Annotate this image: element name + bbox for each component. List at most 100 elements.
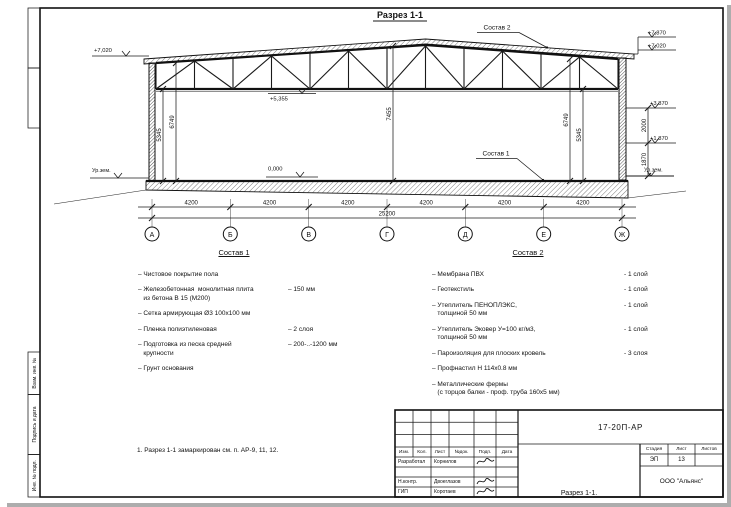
change-col-header: Кол. [417, 449, 427, 455]
dim-right-inner: 6749 [564, 113, 570, 127]
item-value [288, 271, 352, 279]
vertical-dimensions: 5345 6749 7455 6749 5345 2000 1870 [157, 42, 652, 185]
list-item: – Чистовое покрытие пола [138, 271, 352, 279]
name-cell [432, 467, 476, 477]
margin-label: Подпись и дата [32, 406, 38, 442]
left-wall [148, 62, 156, 182]
axis-label: Ж [619, 232, 626, 239]
list-item: – Железобетонная монолитная плита из бет… [138, 286, 352, 303]
sheet-number: 13 [678, 457, 685, 463]
item-name: – Пленка полиэтиленовая [138, 325, 217, 333]
role-cell: Разработал [398, 459, 426, 465]
composition-list-1: Состав 1 – Чистовое покрытие пола – Желе… [138, 248, 352, 381]
organization: ООО "Альянс" [659, 478, 704, 485]
item-name: – Грунт основания [138, 365, 194, 373]
axis-label: А [150, 232, 155, 239]
list-item: – Геотекстиль- 1 слой [432, 286, 670, 294]
bottom-dimensions: 4200 4200 4200 4200 4200 4200 25200 [138, 199, 636, 227]
margin-labels: Взам. инв. № Подпись и дата Инв. № подл. [32, 358, 38, 492]
name-cell: Двоеглазов [434, 479, 461, 485]
dim-right-lower: 1870 [642, 152, 648, 166]
axis-label: Е [541, 232, 546, 239]
bay-dim: 4200 [185, 201, 199, 207]
item-name: – Утеплитель ПЕНОПЛЭКС, толщиной 50 мм [432, 301, 517, 318]
dim-right-upper: 2000 [642, 118, 648, 132]
bay-dim: 4200 [576, 201, 590, 207]
dim-left-inner: 5345 [157, 128, 163, 142]
elev-floor: 0,000 [268, 167, 283, 173]
composition-1-title: Состав 1 [218, 248, 250, 257]
change-col-header: №док. [454, 449, 469, 455]
item-value: - 1 слой [624, 325, 648, 333]
stage-value: ЭП [649, 457, 659, 463]
axis-label: Б [228, 232, 233, 239]
sheets-total [695, 454, 723, 466]
item-name: – Металлические фермы (с торцов балки - … [432, 380, 560, 396]
bay-dim: 4200 [263, 201, 277, 207]
role-cell [396, 467, 433, 477]
item-name: – Мембрана ПВХ [432, 271, 484, 278]
drawing-note: 1. Разрез 1-1 замаркирован см. п. АР-9, … [137, 447, 279, 454]
list-item: – Металлические фермы (с торцов балки - … [432, 381, 670, 398]
roof-band [143, 38, 635, 65]
composition-2-title: Состав 2 [512, 248, 544, 257]
leader-floor-label: Состав 1 [483, 151, 510, 158]
axis-label: В [306, 232, 311, 239]
list-item: – Мембрана ПВХ- 1 слой [432, 271, 670, 279]
sheet-frame [27, 7, 724, 498]
list-item: – Профнастил Н 114х0.8 мм [432, 365, 670, 373]
ground-label-left: Ур.зем. [92, 168, 111, 174]
role-cell: Н.контр. [398, 479, 418, 485]
name-cell: Корнилов [434, 459, 457, 465]
elev-right-mid: +3,870 [650, 101, 668, 107]
item-name: – Утеплитель Эковер У=100 кг/м3, толщино… [432, 325, 536, 342]
item-value: – 2 слоя [288, 325, 314, 333]
list-item: – Подготовка из песка средней крупности–… [138, 341, 352, 358]
item-name: – Геотекстиль [432, 286, 475, 294]
stage-label: Стадия [645, 446, 663, 452]
axis-bubbles: А Б В Г Д Е Ж [144, 226, 630, 242]
document-code: 17-20П-АР [598, 422, 643, 432]
change-col-header: Подп. [478, 449, 492, 455]
margin-label: Взам. инв. № [32, 358, 38, 389]
item-value [288, 365, 352, 373]
item-name: – Пароизоляция для плоских кровель [432, 349, 546, 357]
item-name: – Чистовое покрытие пола [138, 271, 219, 278]
bay-dim: 4200 [341, 201, 355, 207]
bay-dim: 4200 [498, 201, 512, 207]
floor-slab [53, 175, 687, 205]
ground-label-right: Ур.зем. [644, 168, 663, 174]
list-item: – Пароизоляция для плоских кровель- 3 сл… [432, 350, 670, 358]
list-item: – Сетка армирующая Ø3 100х100 мм [138, 310, 352, 318]
item-value: - 1 слой [624, 301, 648, 309]
page-edge-shadow-bottom [7, 503, 731, 507]
sheet-label: Лист [676, 446, 687, 452]
elev-left-top: +7,020 [94, 48, 112, 54]
role-cell: ГИП [398, 489, 408, 495]
item-value [624, 365, 670, 373]
item-value: – 150 мм [288, 286, 316, 294]
item-name: – Сетка армирующая Ø3 100х100 мм [138, 310, 251, 318]
change-col-header: Лист [434, 449, 446, 455]
composition-list-2: Состав 2 – Мембрана ПВХ- 1 слой – Геотек… [432, 248, 670, 404]
total-dim: 25200 [379, 212, 396, 218]
list-item: – Утеплитель Эковер У=100 кг/м3, толщино… [432, 326, 670, 343]
margin-label: Инв. № подл. [32, 460, 38, 491]
axis-label: Д [463, 232, 468, 239]
list-item: – Утеплитель ПЕНОПЛЭКС, толщиной 50 мм - … [432, 302, 670, 319]
section-drawing: Разрез 1-1 +7,020 [53, 10, 687, 242]
item-value [624, 381, 670, 398]
change-col-header: Изм. [398, 449, 410, 455]
right-wall [618, 57, 627, 181]
elev-right-low: +1,870 [650, 136, 668, 142]
signature [476, 477, 495, 485]
list-item: – Пленка полиэтиленовая – 2 слоя [138, 326, 352, 334]
bay-dim: 4200 [420, 201, 434, 207]
elev-truss-bottom: +5,355 [270, 97, 288, 103]
sheets-label: Листов [701, 446, 717, 452]
elev-right-top: +7,020 [648, 44, 666, 50]
truss [155, 43, 619, 92]
change-col-header: Дата [501, 449, 513, 455]
